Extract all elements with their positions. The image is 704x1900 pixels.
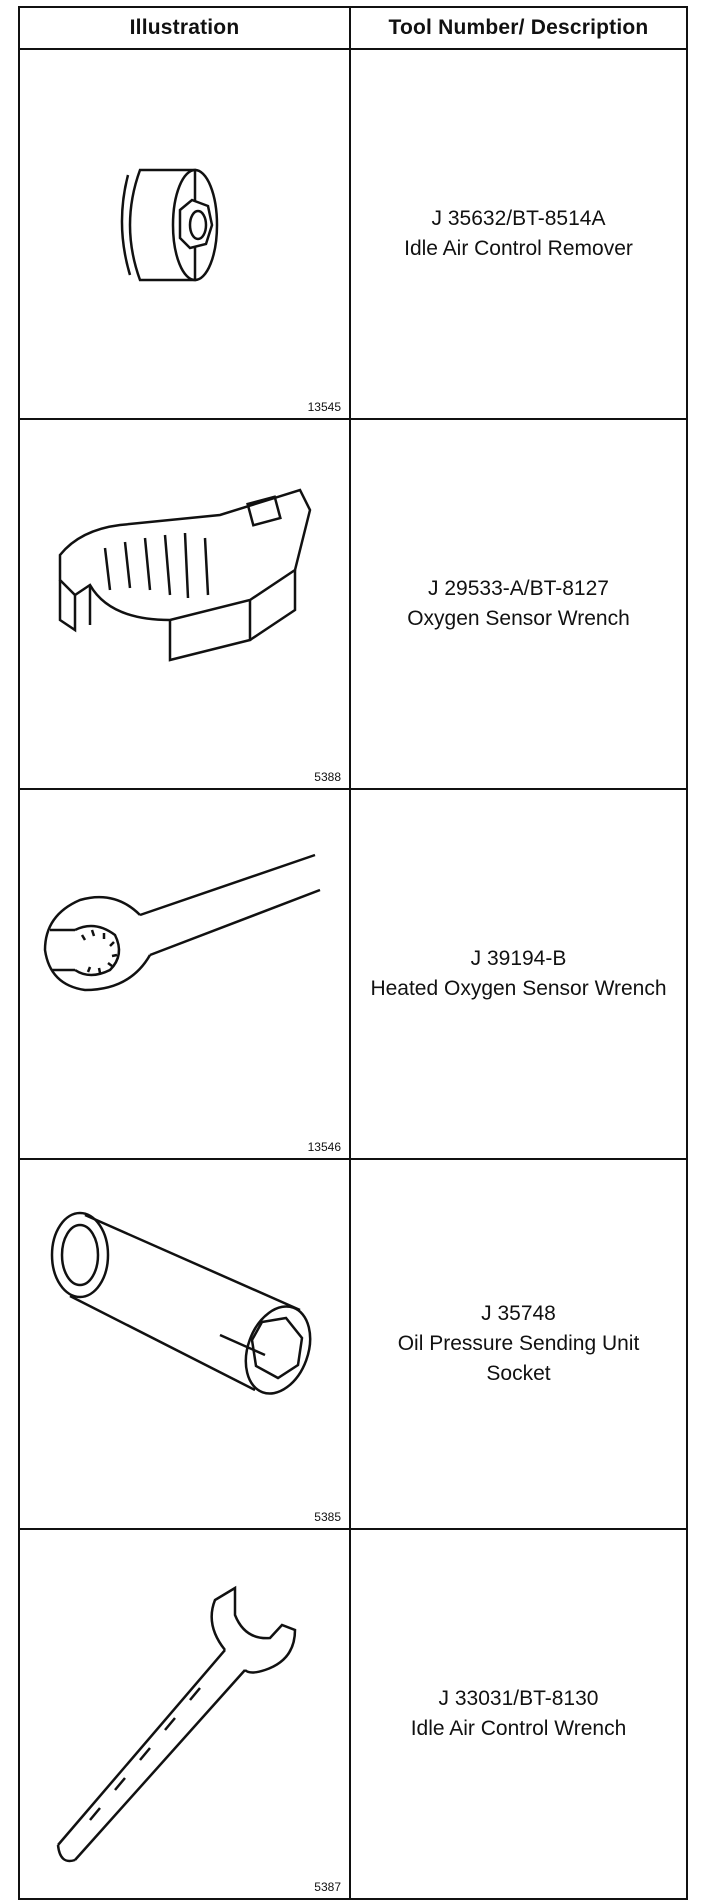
tool-description: Idle Air Control Wrench — [410, 1717, 627, 1740]
special-tools-table: Illustration Tool Number/ Description 13… — [18, 6, 688, 1900]
deep-socket-icon — [50, 1211, 312, 1395]
figure-number: 5387 — [314, 1880, 341, 1894]
illustration-cell: 5388 — [18, 418, 351, 790]
description-cell: J 29533-A/BT-8127 Oxygen Sensor Wrench — [349, 418, 688, 790]
flare-nut-wrench-icon — [43, 853, 321, 992]
figure-number: 5385 — [314, 1510, 341, 1524]
description-cell: J 35632/BT-8514A Idle Air Control Remove… — [349, 48, 688, 420]
tool-number: J 39194-B — [470, 947, 567, 970]
table-row: 5388 J 29533-A/BT-8127 Oxygen Sensor Wre… — [18, 418, 688, 790]
tool-number: J 29533-A/BT-8127 — [428, 577, 609, 600]
open-end-wrench-icon — [56, 1585, 297, 1863]
illustration-cell: 5387 — [18, 1528, 351, 1900]
illustration-cell: 13545 — [18, 48, 351, 420]
figure-number: 13546 — [307, 1140, 341, 1154]
header-tool-description: Tool Number/ Description — [349, 6, 688, 50]
illustration-cell: 13546 — [18, 788, 351, 1160]
figure-number: 5388 — [314, 770, 341, 784]
table-row: 5385 J 35748 Oil Pressure Sending Unit S… — [18, 1158, 688, 1530]
crowfoot-wrench-icon — [58, 488, 312, 662]
tool-number: J 33031/BT-8130 — [438, 1687, 599, 1710]
table-row: 13546 J 39194-B Heated Oxygen Sensor Wre… — [18, 788, 688, 1160]
header-illustration: Illustration — [18, 6, 351, 50]
tool-description: Oxygen Sensor Wrench — [407, 607, 630, 630]
tool-description: Heated Oxygen Sensor Wrench — [370, 977, 667, 1000]
tool-description: Idle Air Control Remover — [404, 237, 633, 260]
figure-number: 13545 — [307, 400, 341, 414]
description-cell: J 35748 Oil Pressure Sending Unit Socket — [349, 1158, 688, 1530]
tool-description: Oil Pressure Sending Unit Socket — [397, 1332, 640, 1385]
socket-tool-icon — [120, 168, 219, 282]
tool-number: J 35748 — [481, 1302, 556, 1325]
header-row: Illustration Tool Number/ Description — [18, 6, 688, 50]
illustration-cell: 5385 — [18, 1158, 351, 1530]
table-row: 5387 J 33031/BT-8130 Idle Air Control Wr… — [18, 1528, 688, 1900]
table-row: 13545 J 35632/BT-8514A Idle Air Control … — [18, 48, 688, 420]
description-cell: J 33031/BT-8130 Idle Air Control Wrench — [349, 1528, 688, 1900]
description-cell: J 39194-B Heated Oxygen Sensor Wrench — [349, 788, 688, 1160]
tool-number: J 35632/BT-8514A — [431, 207, 606, 230]
